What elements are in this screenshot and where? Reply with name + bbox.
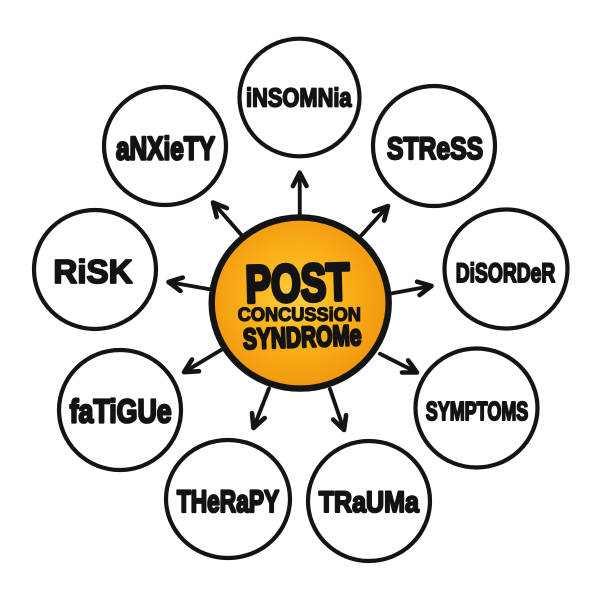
svg-text:POST: POST (245, 253, 351, 314)
svg-text:SYNDROMe: SYNDROMe (242, 320, 362, 356)
svg-text:STReSS: STReSS (387, 131, 483, 167)
svg-text:aNXieTY: aNXieTY (116, 131, 215, 167)
svg-text:THeRaPY: THeRaPY (177, 483, 279, 519)
svg-text:DiSORDeR: DiSORDeR (456, 258, 556, 288)
svg-text:TRaUMa: TRaUMa (319, 485, 420, 518)
svg-text:iNSOMNia: iNSOMNia (246, 84, 352, 113)
svg-text:faTiGUe: faTiGUe (70, 394, 172, 430)
svg-text:RiSK: RiSK (53, 254, 132, 291)
svg-text:CONCUSSiON: CONCUSSiON (238, 303, 361, 325)
svg-text:SYMPTOMS: SYMPTOMS (426, 397, 529, 426)
